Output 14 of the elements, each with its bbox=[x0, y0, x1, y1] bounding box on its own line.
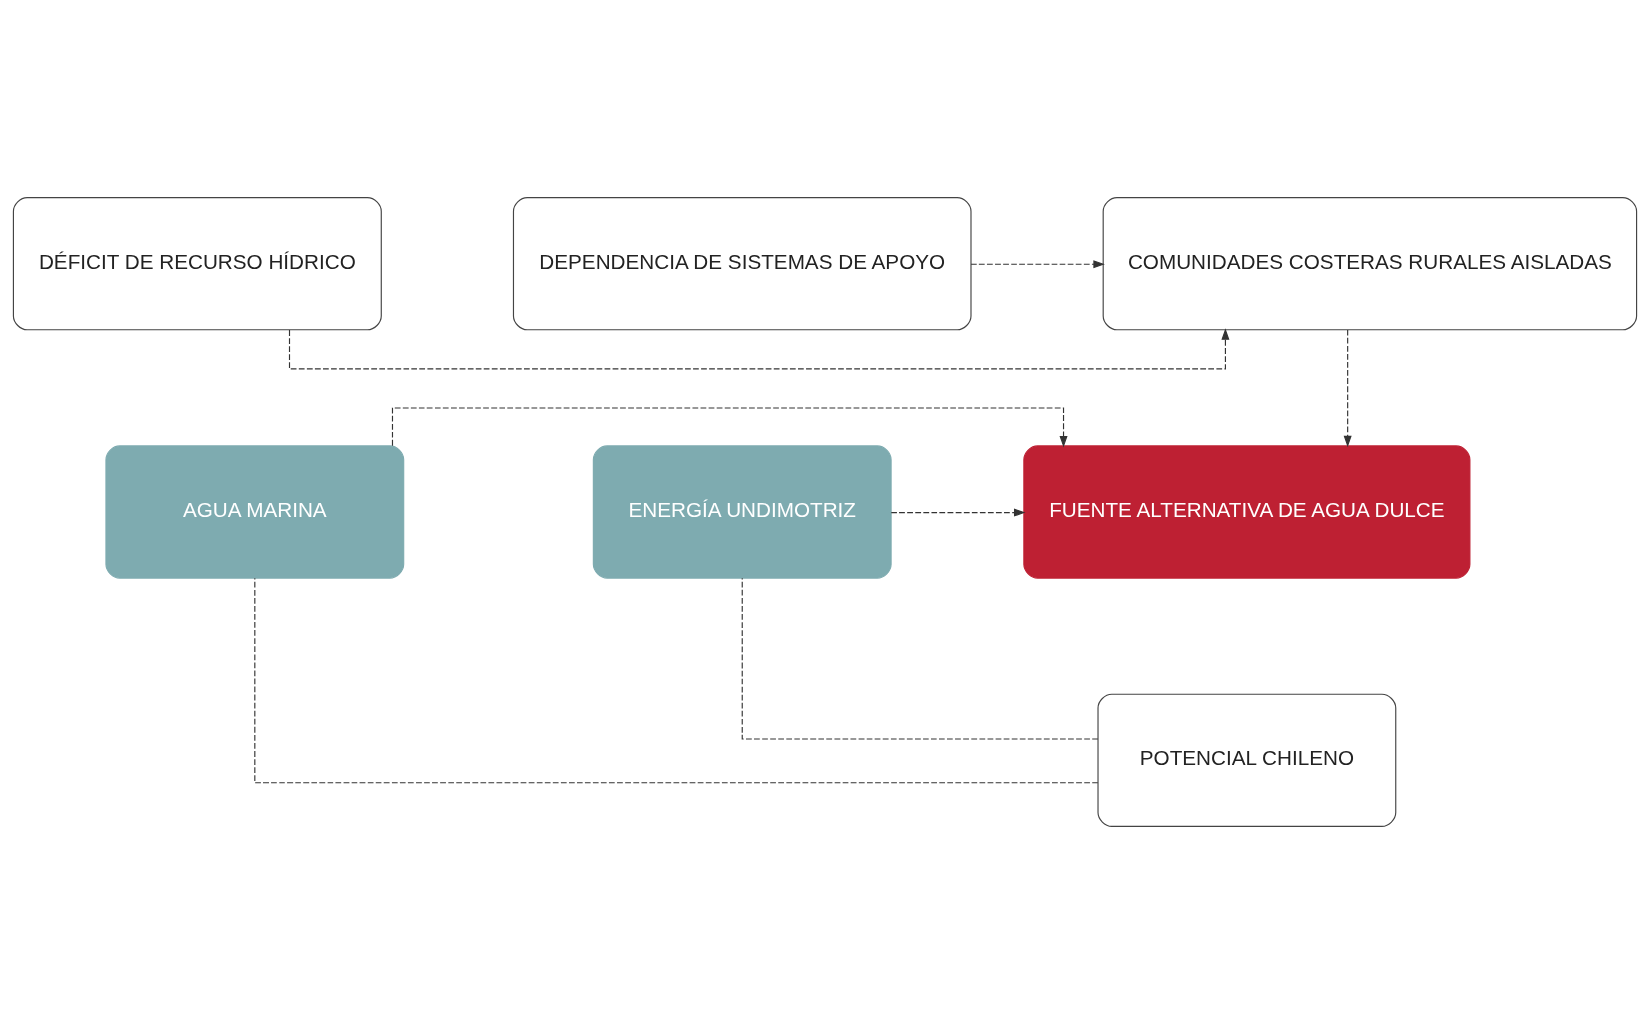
arrow bbox=[1343, 328, 1352, 447]
arrow bbox=[890, 508, 1026, 517]
arrow bbox=[391, 406, 1068, 448]
node-box: DÉFICIT DE RECURSO HÍDRICO bbox=[12, 196, 382, 330]
node-box: FUENTE ALTERNATIVA DE AGUA DULCE bbox=[1023, 444, 1471, 579]
arrow bbox=[970, 259, 1105, 268]
node-box: POTENCIAL CHILENO bbox=[1097, 693, 1397, 827]
node-box: ENERGÍA UNDIMOTRIZ bbox=[592, 444, 892, 579]
node-box: DEPENDENCIA DE SISTEMAS DE APOYO bbox=[512, 196, 972, 330]
connector bbox=[254, 577, 1099, 783]
node-box: COMUNIDADES COSTERAS RURALES AISLADAS bbox=[1102, 196, 1638, 330]
connector bbox=[741, 577, 1099, 740]
arrow bbox=[288, 327, 1230, 369]
node-box: AGUA MARINA bbox=[105, 444, 405, 579]
